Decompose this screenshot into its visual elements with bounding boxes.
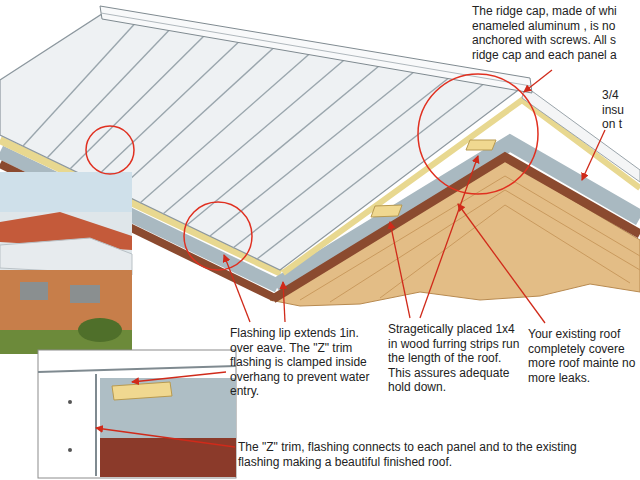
flashing-note: Flashing lip extends 1in. over eave. The… bbox=[230, 326, 380, 399]
metal-roof-panels bbox=[0, 12, 525, 270]
furring-strip bbox=[466, 140, 496, 150]
callout-circles bbox=[86, 74, 538, 270]
detail-inset bbox=[38, 350, 236, 478]
right-roof-slope bbox=[522, 86, 640, 182]
existing-roof-note: Your existing roof completely covere mor… bbox=[528, 327, 636, 385]
ridge-cap bbox=[100, 6, 532, 93]
insulation-note: 3/4 insu on t bbox=[602, 88, 636, 132]
house-photo bbox=[0, 172, 132, 354]
furring-note: Stragetically placed 1x4 in wood furring… bbox=[388, 322, 520, 395]
leader-lines bbox=[96, 70, 605, 447]
z-trim-note: The "Z" trim, flashing connects to each … bbox=[238, 440, 598, 469]
ridge-cap-note: The ridge cap, made of whi enameled alum… bbox=[472, 4, 636, 62]
furring-strip bbox=[371, 205, 402, 217]
